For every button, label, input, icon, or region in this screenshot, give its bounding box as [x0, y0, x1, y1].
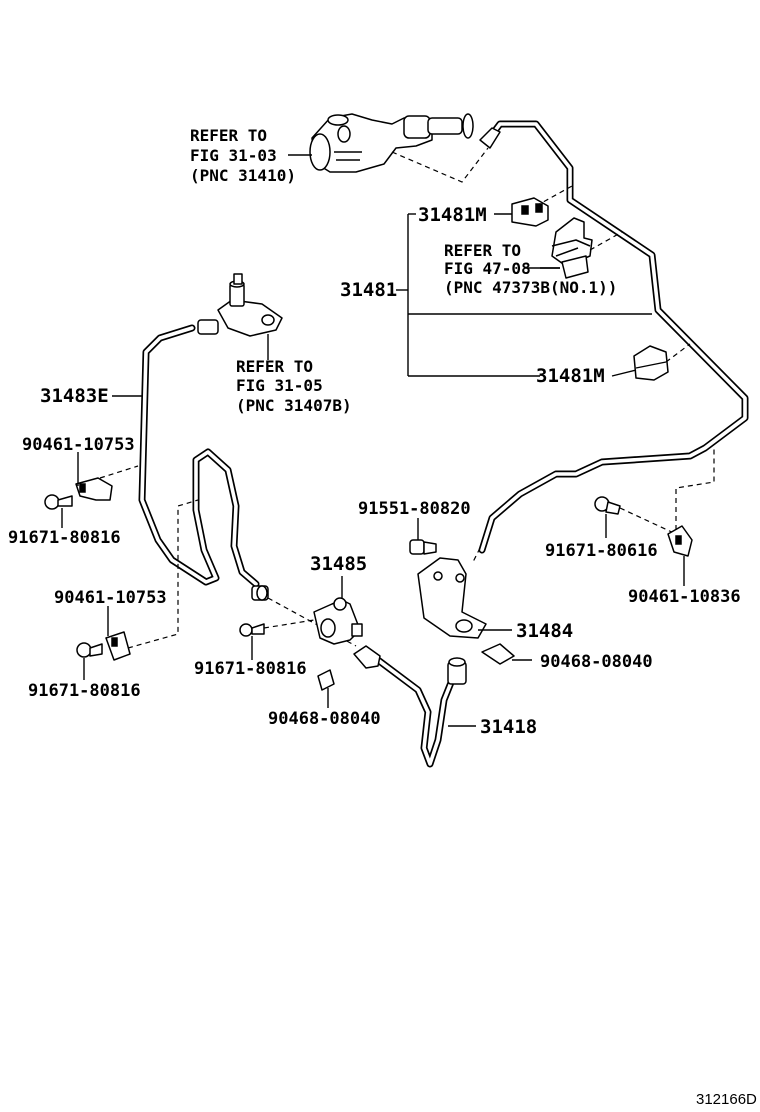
reference-line-clip-mid — [589, 231, 623, 251]
clamp-90461-10753-upper — [75, 477, 113, 501]
label-31481m-top: 31481M — [418, 204, 487, 226]
label-31485: 31485 — [310, 553, 367, 575]
clutch-master-cylinder — [309, 113, 501, 173]
label-bolt-a: 91671-80816 — [8, 528, 121, 548]
clip-31481m-upper — [511, 197, 549, 227]
reference-line-clip-lower — [665, 343, 691, 363]
label-clamp-a: 90461-10753 — [22, 435, 135, 455]
bleeder-union — [197, 273, 283, 360]
label-31484: 31484 — [516, 620, 573, 642]
label-bolt-b: 91551-80820 — [358, 499, 471, 519]
bolt-91671-80816-lower — [76, 642, 103, 658]
clip-ref-line3: (PNC 47373B(NO.1)) — [444, 278, 617, 297]
bleeder-ref-line3: (PNC 31407B) — [236, 396, 352, 415]
labels: REFER TO FIG 31-03 (PNC 31410) 31481M RE… — [8, 126, 757, 1108]
clamp-90461-10753-lower — [105, 631, 131, 661]
label-bolt-e: 91671-80816 — [28, 681, 141, 701]
reference-line-clamp-upper — [99, 465, 139, 479]
reference-line-clamp-right — [675, 448, 715, 530]
reference-line-clip-upper — [535, 185, 573, 207]
clip-31481m-lower — [633, 345, 669, 381]
bolt-91671-80816-upper — [44, 494, 73, 510]
bolt-91671-80816-center — [239, 623, 265, 637]
tube-end-fitting-left — [251, 585, 269, 601]
label-clip-b: 90468-08040 — [268, 709, 381, 729]
hose-fitting-upper — [353, 645, 381, 669]
label-31483e: 31483E — [40, 385, 109, 407]
master-cylinder-ref-line3: (PNC 31410) — [190, 166, 296, 185]
reference-line-master-cylinder — [391, 147, 489, 183]
master-cylinder-ref-line2: FIG 31-03 — [190, 146, 277, 165]
label-bolt-c: 91671-80616 — [545, 541, 658, 561]
label-31481m-bottom: 31481M — [536, 365, 605, 387]
label-31418: 31418 — [480, 716, 537, 738]
bolt-91671-80616 — [594, 496, 621, 515]
clip-90468-08040-left — [317, 669, 335, 691]
label-clamp-b: 90461-10753 — [54, 588, 167, 608]
clutch-line-tubes — [138, 120, 749, 768]
clip-47373b — [551, 217, 593, 279]
label-clamp-c: 90461-10836 — [628, 587, 741, 607]
label-clip-a: 90468-08040 — [540, 652, 653, 672]
clip-ref-line2: FIG 47-08 — [444, 259, 531, 278]
bracket-31485 — [313, 576, 363, 645]
clip-90468-08040-right — [481, 643, 515, 665]
bleeder-ref-line2: FIG 31-05 — [236, 376, 323, 395]
reference-line-clamp-lower — [127, 499, 199, 649]
bleeder-ref-line1: REFER TO — [236, 357, 313, 376]
master-cylinder-ref-line1: REFER TO — [190, 126, 267, 145]
clamp-90461-10836 — [667, 525, 693, 557]
hose-fitting-lower — [447, 657, 467, 685]
callout-bracket-31481 — [396, 213, 652, 377]
label-bolt-d: 91671-80816 — [194, 659, 307, 679]
bracket-31484 — [417, 557, 487, 639]
bolt-91551-80820 — [409, 539, 437, 555]
reference-line-tube-fitting — [471, 547, 481, 565]
label-31481: 31481 — [340, 279, 397, 301]
reference-line-bolt-center — [263, 619, 315, 629]
figure-code: 312166D — [696, 1091, 757, 1108]
clip-ref-line1: REFER TO — [444, 241, 521, 260]
reference-line-bolt-right — [619, 507, 677, 535]
